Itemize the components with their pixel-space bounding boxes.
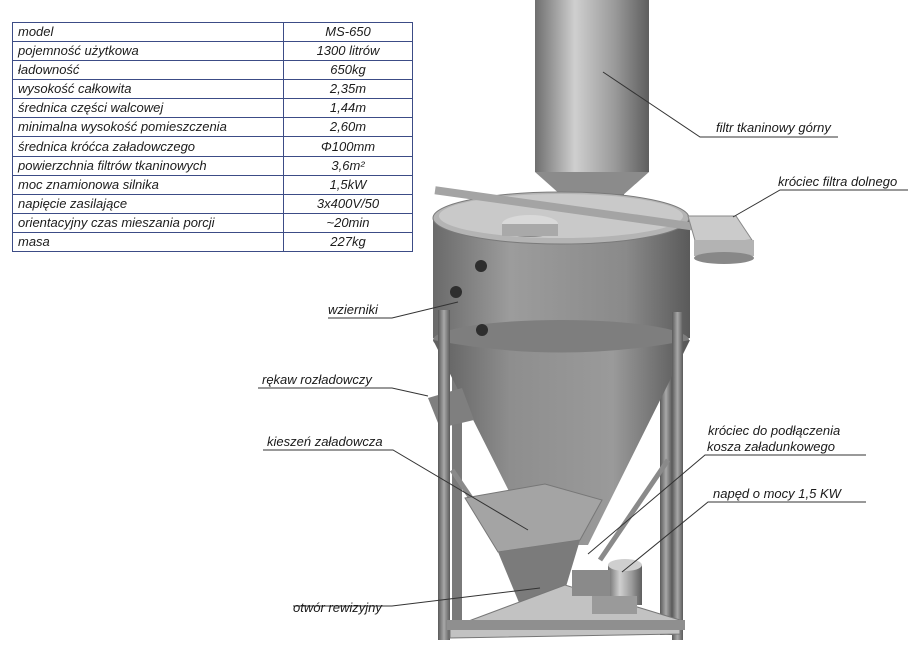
- spec-row: orientacyjny czas mieszania porcji~20min: [12, 212, 413, 233]
- spec-value: 3,6m²: [283, 155, 413, 176]
- spec-param: orientacyjny czas mieszania porcji: [12, 212, 284, 233]
- spec-value: 227kg: [283, 231, 413, 253]
- label-hopper-line2: kosza załadunkowego: [707, 439, 835, 454]
- base-frame: [449, 584, 681, 639]
- spec-value: 2,35m: [283, 79, 413, 100]
- spec-param: napięcie zasilające: [12, 193, 284, 214]
- spec-param: wysokość całkowita: [12, 79, 284, 100]
- front-leg-right: [672, 312, 683, 640]
- spec-param: pojemność użytkowa: [12, 41, 284, 62]
- spec-value: 650kg: [283, 60, 413, 81]
- spec-param: model: [12, 21, 284, 43]
- spec-value: Φ100mm: [283, 136, 413, 157]
- label-drive: napęd o mocy 1,5 KW: [713, 486, 841, 501]
- mixer-cone: [433, 340, 690, 545]
- upper-filter-sleeve: [535, 0, 649, 212]
- spec-value: 2,60m: [283, 117, 413, 138]
- label-filter-top: filtr tkaninowy górny: [716, 120, 831, 135]
- spec-value: ~20min: [283, 212, 413, 233]
- drive-motor: [572, 559, 642, 614]
- spec-param: średnica części walcowej: [12, 98, 284, 119]
- spec-value: 1,5kW: [283, 174, 413, 195]
- spec-value: 1300 litrów: [283, 41, 413, 62]
- spec-param: masa: [12, 231, 284, 253]
- rear-leg-left: [452, 300, 462, 625]
- brace-right: [597, 458, 671, 562]
- spec-param: średnica króćca załadowczego: [12, 136, 284, 157]
- spec-param: powierzchnia filtrów tkaninowych: [12, 155, 284, 176]
- label-unload-sleeve: rękaw rozładowczy: [262, 372, 372, 387]
- spec-value: MS-650: [283, 21, 413, 43]
- mixer-cylinder: [432, 186, 694, 360]
- label-hopper-line1: króciec do podłączenia: [708, 423, 841, 438]
- spec-param: minimalna wysokość pomieszczenia: [12, 117, 284, 138]
- lower-filter-stub: [687, 215, 754, 264]
- label-sight-glasses: wzierniki: [328, 302, 378, 317]
- spec-value: 3x400V/50: [283, 193, 413, 214]
- spec-param: moc znamionowa silnika: [12, 174, 284, 195]
- front-leg-left: [438, 310, 450, 640]
- spec-param: ładowność: [12, 60, 284, 81]
- loading-pocket: [464, 483, 603, 553]
- sight-glass-2: [450, 286, 462, 298]
- leader-lines: [258, 71, 908, 607]
- sight-glass-3: [476, 324, 488, 336]
- label-load-pocket: kieszeń załadowcza: [267, 434, 383, 449]
- spec-value: 1,44m: [283, 98, 413, 119]
- label-filter-bottom: króciec filtra dolnego: [778, 174, 898, 189]
- label-inspection: otwór rewizyjny: [293, 600, 382, 615]
- sight-glass-1: [475, 260, 487, 272]
